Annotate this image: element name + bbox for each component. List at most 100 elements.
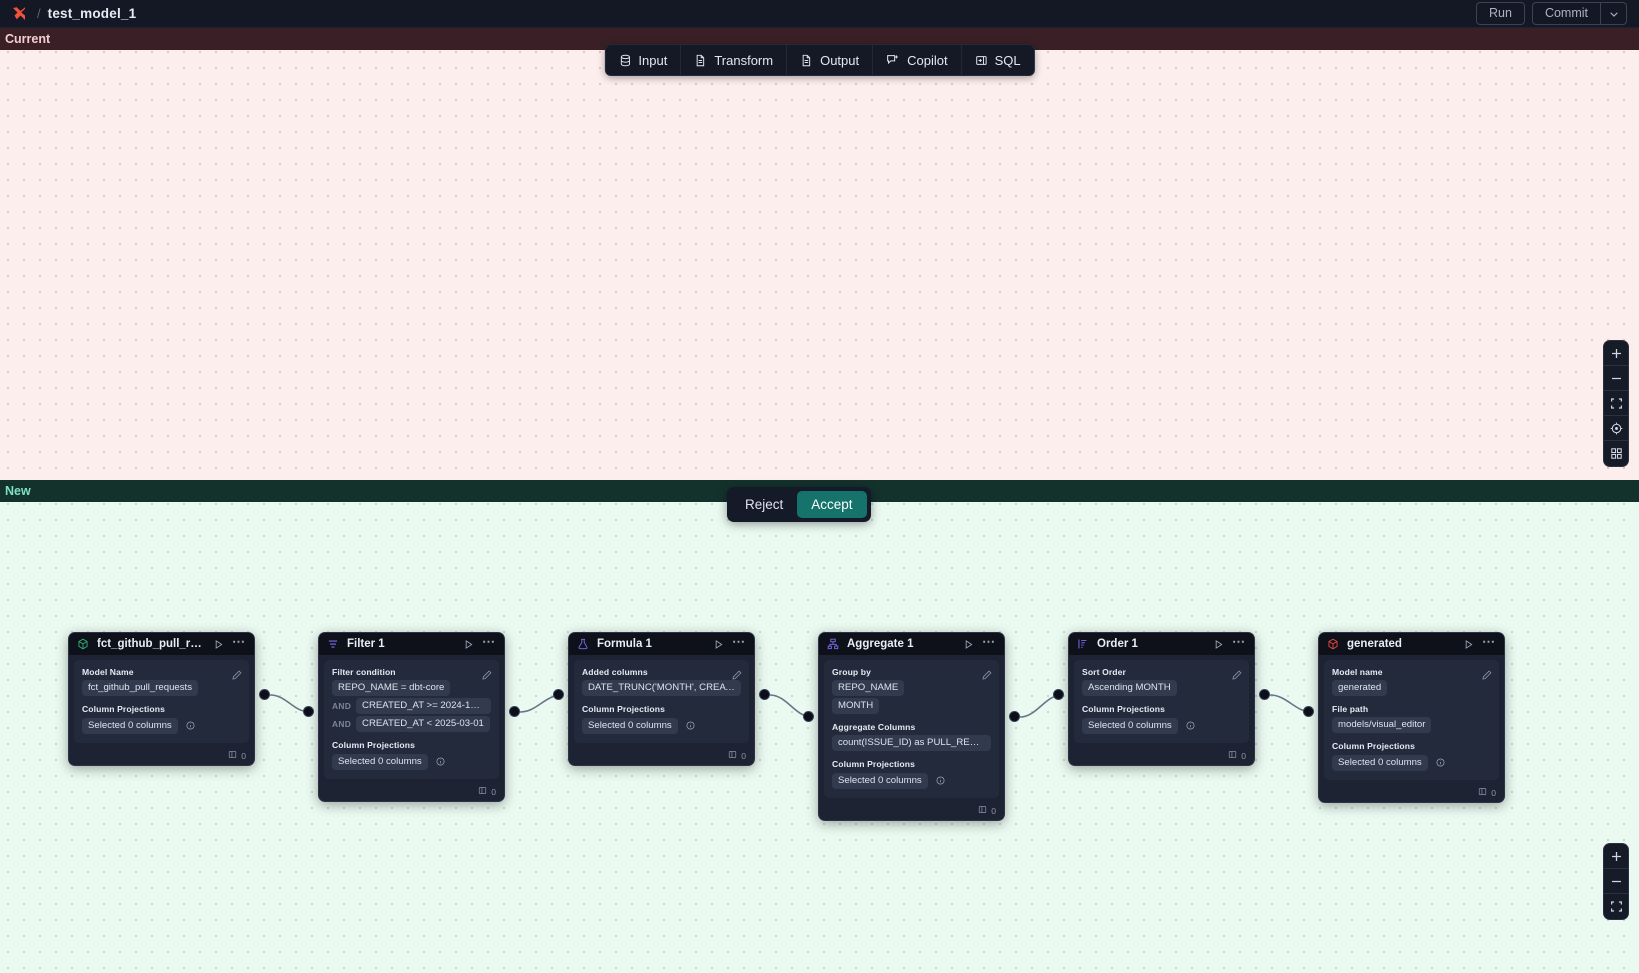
node-source-chip-0-0[interactable]: fct_github_pull_requests bbox=[82, 680, 199, 696]
node-aggregate-chip-0-1[interactable]: MONTH bbox=[832, 698, 880, 714]
node-source-more-horizontal-icon[interactable]: ⋯ bbox=[232, 634, 246, 649]
info-icon[interactable] bbox=[686, 717, 695, 735]
node-generated-chip-2-0[interactable]: Selected 0 columns bbox=[1332, 755, 1428, 771]
toolbar-item-copilot-label: Copilot bbox=[907, 52, 948, 68]
node-filter-chip-0-0[interactable]: REPO_NAME = dbt-core bbox=[332, 680, 451, 696]
node-generated-more-horizontal-icon[interactable]: ⋯ bbox=[1482, 634, 1496, 649]
node-aggregate-run-icon[interactable] bbox=[963, 639, 974, 650]
node-filter-chip-0-1[interactable]: CREATED_AT >= 2024-12-01 bbox=[356, 698, 491, 714]
node-generated-run-icon[interactable] bbox=[1463, 639, 1474, 650]
node-formula-chip-1-0[interactable]: Selected 0 columns bbox=[582, 718, 678, 734]
node-formula-pencil-icon[interactable] bbox=[732, 667, 742, 685]
node-port-2[interactable] bbox=[509, 706, 520, 717]
node-filter-more-horizontal-icon[interactable]: ⋯ bbox=[482, 634, 496, 649]
toolbar-item-sql[interactable]: SQL bbox=[962, 45, 1034, 75]
node-port-8[interactable] bbox=[1259, 689, 1270, 700]
node-filter-chip-0-2[interactable]: CREATED_AT < 2025-03-01 bbox=[356, 716, 490, 732]
accept-button[interactable]: Accept bbox=[797, 491, 867, 518]
node-port-6[interactable] bbox=[1009, 711, 1020, 722]
node-formula-section-title-0: Added columns bbox=[582, 667, 648, 677]
commit-button[interactable]: Commit bbox=[1533, 3, 1600, 24]
node-filter[interactable]: Filter 1 ⋯ Filter condition REPO_NAME = … bbox=[318, 632, 505, 802]
run-button[interactable]: Run bbox=[1476, 2, 1525, 25]
app-logo-x-icon[interactable] bbox=[8, 3, 30, 25]
minus-icon[interactable] bbox=[1604, 366, 1628, 391]
node-generated-count: 0 bbox=[1491, 787, 1496, 798]
node-source-chip-row-0-0: fct_github_pull_requests bbox=[82, 680, 241, 696]
node-formula-more-horizontal-icon[interactable]: ⋯ bbox=[732, 634, 746, 649]
node-aggregate-more-horizontal-icon[interactable]: ⋯ bbox=[982, 634, 996, 649]
node-aggregate-pencil-icon[interactable] bbox=[982, 667, 992, 685]
focus-target-icon[interactable] bbox=[1604, 416, 1628, 441]
node-port-3[interactable] bbox=[553, 689, 564, 700]
node-generated-pencil-icon[interactable] bbox=[1482, 667, 1492, 685]
node-order-section-title-0: Sort Order bbox=[1082, 667, 1126, 677]
node-filter-title: Filter 1 bbox=[347, 638, 385, 650]
plus-icon[interactable] bbox=[1604, 341, 1628, 366]
node-order-pencil-icon[interactable] bbox=[1232, 667, 1242, 685]
node-generated-section-title-1: File path bbox=[1332, 704, 1369, 714]
toolbar-item-transform[interactable]: Transform bbox=[681, 45, 788, 75]
node-generated-chip-1-0[interactable]: models/visual_editor bbox=[1332, 717, 1432, 733]
node-order-chip-1-0[interactable]: Selected 0 columns bbox=[1082, 718, 1178, 734]
node-order-run-icon[interactable] bbox=[1213, 639, 1224, 650]
node-source-body: Model Name fct_github_pull_requests Colu… bbox=[69, 655, 254, 748]
info-icon[interactable] bbox=[1436, 754, 1445, 772]
node-port-0[interactable] bbox=[259, 689, 270, 700]
node-aggregate-section-title-1: Aggregate Columns bbox=[832, 722, 916, 732]
toolbar-item-input-label: Input bbox=[638, 52, 668, 68]
fit-screen-icon[interactable] bbox=[1604, 391, 1628, 416]
node-aggregate-chip-0-0[interactable]: REPO_NAME bbox=[832, 680, 905, 696]
info-icon[interactable] bbox=[436, 753, 445, 771]
node-port-1[interactable] bbox=[303, 706, 314, 717]
node-filter-chip-row-1-0: Selected 0 columns bbox=[332, 753, 491, 771]
node-port-9[interactable] bbox=[1303, 706, 1314, 717]
canvas-current[interactable] bbox=[0, 28, 1639, 480]
node-filter-chip-1-0[interactable]: Selected 0 columns bbox=[332, 754, 428, 770]
info-icon[interactable] bbox=[936, 772, 945, 790]
node-filter-count: 0 bbox=[491, 786, 496, 797]
node-generated-chip-0-0[interactable]: generated bbox=[1332, 680, 1388, 696]
node-aggregate-chip-2-0[interactable]: Selected 0 columns bbox=[832, 773, 928, 789]
reject-button[interactable]: Reject bbox=[731, 491, 797, 518]
sql-panel-icon bbox=[975, 54, 988, 67]
node-formula-chip-0-0[interactable]: DATE_TRUNC('MONTH', CREATED_AT… bbox=[582, 680, 741, 696]
node-source[interactable]: fct_github_pull_requests ⋯ Model Name fc… bbox=[68, 632, 255, 766]
toolbar-item-input[interactable]: Input bbox=[605, 45, 682, 75]
node-generated[interactable]: generated ⋯ Model name generated File pa… bbox=[1318, 632, 1505, 803]
node-filter-pencil-icon[interactable] bbox=[482, 667, 492, 685]
plus-icon[interactable] bbox=[1604, 844, 1628, 869]
node-aggregate-card: Group by REPO_NAME MONTH Aggregate Colum… bbox=[824, 660, 999, 798]
page-title: test_model_1 bbox=[47, 6, 137, 21]
node-filter-run-icon[interactable] bbox=[463, 639, 474, 650]
node-port-7[interactable] bbox=[1053, 689, 1064, 700]
node-aggregate-chip-1-0[interactable]: count(ISSUE_ID) as PULL_REQUEST_… bbox=[832, 735, 991, 751]
node-source-pencil-icon[interactable] bbox=[232, 667, 242, 685]
node-source-run-icon[interactable] bbox=[213, 639, 224, 650]
node-order-chip-0-0[interactable]: Ascending MONTH bbox=[1082, 680, 1177, 696]
node-aggregate-body: Group by REPO_NAME MONTH Aggregate Colum… bbox=[819, 655, 1004, 803]
fit-screen-icon[interactable] bbox=[1604, 894, 1628, 919]
cube-red-icon bbox=[1327, 638, 1339, 650]
node-aggregate-title: Aggregate 1 bbox=[847, 638, 914, 650]
chevron-down-icon[interactable] bbox=[1600, 3, 1626, 24]
cube-green-icon bbox=[77, 638, 89, 650]
info-icon[interactable] bbox=[1186, 717, 1195, 735]
toolbar-item-output[interactable]: Output bbox=[787, 45, 874, 75]
node-order-chip-row-1-0: Selected 0 columns bbox=[1082, 717, 1241, 735]
node-formula-run-icon[interactable] bbox=[713, 639, 724, 650]
node-order-more-horizontal-icon[interactable]: ⋯ bbox=[1232, 634, 1246, 649]
toolbar-item-copilot[interactable]: Copilot bbox=[873, 45, 962, 75]
condition-conjunction: AND bbox=[332, 719, 352, 729]
grid-layout-icon[interactable] bbox=[1604, 441, 1628, 466]
info-icon[interactable] bbox=[186, 717, 195, 735]
node-port-4[interactable] bbox=[759, 689, 770, 700]
node-generated-header: generated ⋯ bbox=[1319, 633, 1504, 655]
node-source-chip-1-0[interactable]: Selected 0 columns bbox=[82, 718, 178, 734]
node-formula[interactable]: Formula 1 ⋯ Added columns DATE_TRUNC('MO… bbox=[568, 632, 755, 766]
node-aggregate-footer: 0 bbox=[819, 803, 1004, 820]
node-order[interactable]: Order 1 ⋯ Sort Order Ascending MONTH Col… bbox=[1068, 632, 1255, 766]
node-port-5[interactable] bbox=[803, 711, 814, 722]
minus-icon[interactable] bbox=[1604, 869, 1628, 894]
node-aggregate[interactable]: Aggregate 1 ⋯ Group by REPO_NAME MONTH A… bbox=[818, 632, 1005, 821]
